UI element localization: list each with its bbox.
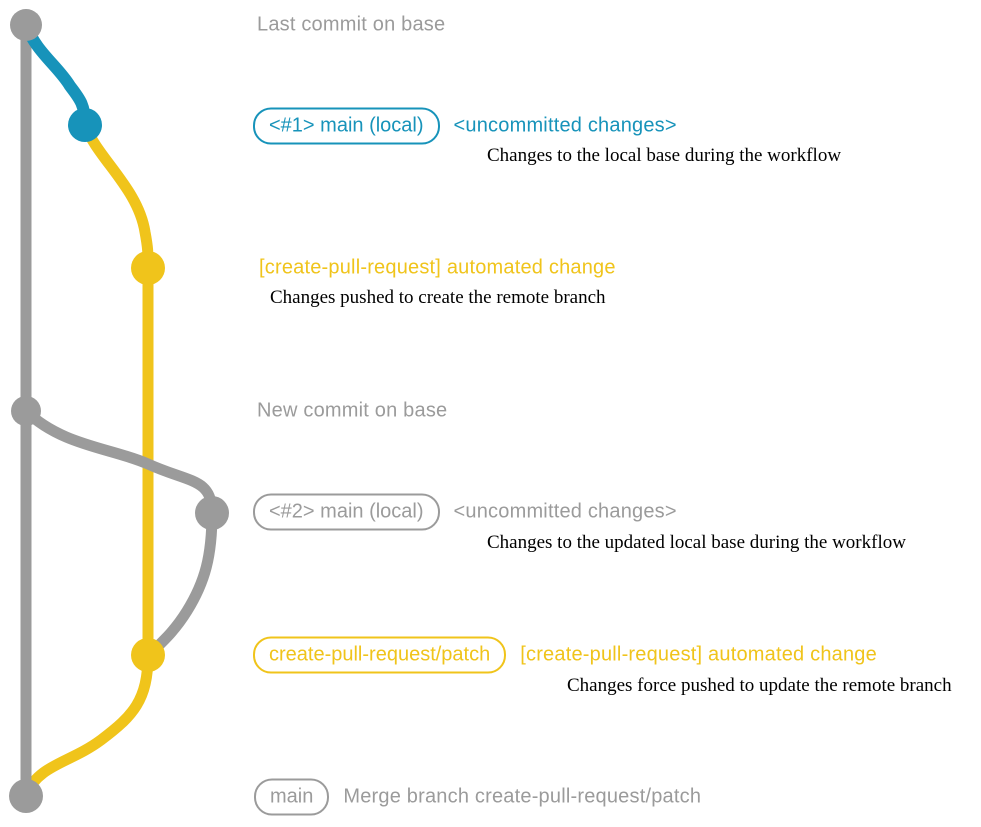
uncommitted-1-description: Changes to the local base during the wor… (487, 145, 842, 166)
git-graph (9, 9, 229, 813)
row-uncommitted-2: <#2> main (local) <uncommitted changes> (253, 493, 677, 531)
commit-node-automated-1 (131, 251, 165, 285)
commit-node-last-base (10, 9, 42, 41)
last-commit-title: Last commit on base (257, 13, 446, 36)
merge-commit-title: Merge branch create-pull-request/patch (343, 785, 702, 808)
branch-badge-main: main (254, 778, 330, 816)
row-uncommitted-1: <#1> main (local) <uncommitted changes> (253, 107, 677, 145)
row-last-commit: Last commit on base (257, 14, 445, 37)
automated-change-title-2: [create-pull-request] automated change (520, 643, 877, 666)
commit-node-automated-2 (131, 638, 165, 672)
base-update-curve-out (22, 406, 218, 514)
new-commit-title: New commit on base (257, 399, 448, 422)
branch-badge-patch: create-pull-request/patch (253, 636, 507, 674)
row-merge: main Merge branch create-pull-request/pa… (254, 778, 702, 816)
commit-node-merge (9, 779, 43, 813)
commit-node-main-local-2 (195, 496, 229, 530)
automated-1-description: Changes pushed to create the remote bran… (270, 287, 606, 308)
uncommitted-changes-annotation-1: <uncommitted changes> (453, 114, 677, 137)
row-automated-1: [create-pull-request] automated change (259, 257, 616, 280)
automated-2-description: Changes force pushed to update the remot… (567, 675, 952, 696)
uncommitted-2-description: Changes to the updated local base during… (487, 532, 906, 553)
row-automated-2: create-pull-request/patch [create-pull-r… (253, 636, 877, 674)
branch-badge-main-local-2: <#2> main (local) (253, 493, 440, 531)
base-update-curve-in (147, 512, 218, 657)
uncommitted-changes-annotation-2: <uncommitted changes> (453, 500, 677, 523)
commit-node-main-local-1 (68, 108, 102, 142)
patch-branch-line (79, 122, 154, 655)
patch-branch-merge-curve (21, 654, 154, 797)
branch-badge-main-local-1: <#1> main (local) (253, 107, 440, 145)
row-new-commit: New commit on base (257, 400, 447, 423)
main-local-branch-curve (20, 22, 91, 126)
commit-node-new-base (11, 396, 41, 426)
automated-change-title-1: [create-pull-request] automated change (259, 256, 616, 279)
